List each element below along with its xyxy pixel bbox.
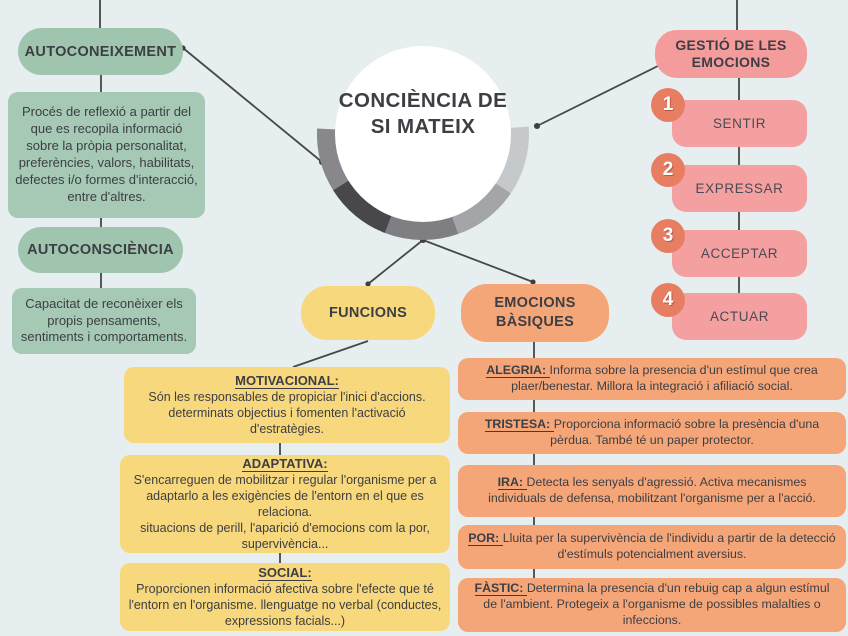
emocio-text: Lluita per la supervivència de l'individ… <box>502 531 836 561</box>
emocio-text: Determina la presencia d'un rebuig cap a… <box>483 581 830 627</box>
funcio-title: ADAPTATIVA <box>242 455 328 472</box>
node-funcions: FUNCIONS <box>301 286 435 340</box>
node-step-acceptar: ACCEPTAR <box>672 230 807 277</box>
node-autoconeixement-description: Procés de reflexió a partir del que es r… <box>8 92 205 218</box>
emocio-title: POR <box>468 531 503 547</box>
node-emocions-basiques: EMOCIONS BÀSIQUES <box>461 284 609 342</box>
funcio-text: Són les responsables de propiciar l'inic… <box>148 390 426 437</box>
connector-center-funcions <box>367 239 424 285</box>
connector-autoconeixement-center <box>182 47 323 163</box>
step-number-badge-3: 3 <box>651 219 685 253</box>
connector-center-gestio <box>536 58 673 127</box>
center-ring-segments <box>316 126 529 241</box>
emocio-title: TRISTESA <box>484 417 554 433</box>
connector-funcions-motivacional <box>292 340 369 368</box>
emocio-title: ALEGRIA <box>486 363 550 379</box>
node-emocio-tristesa: TRISTESAProporciona informació sobre la … <box>458 412 846 454</box>
node-funcio-adaptativa: ADAPTATIVA S'encarreguen de mobilitzar i… <box>120 455 450 553</box>
emocio-title: IRA <box>497 475 527 491</box>
step-number-badge-2: 2 <box>651 153 685 187</box>
funcio-title: MOTIVACIONAL <box>235 372 339 389</box>
node-autoconsciencia: AUTOCONSCIÈNCIA <box>18 227 183 273</box>
funcio-title: SOCIAL <box>258 564 312 581</box>
emocio-text: Detecta les senyals d'agressió. Activa m… <box>488 475 816 505</box>
node-emocio-ira: IRADetecta les senyals d'agressió. Activ… <box>458 465 846 517</box>
emocio-title: FÀSTIC <box>474 581 527 597</box>
connector-center-emocions <box>422 239 534 283</box>
node-funcio-motivacional: MOTIVACIONAL Són les responsables de pro… <box>124 367 450 443</box>
node-step-sentir: SENTIR <box>672 100 807 147</box>
step-number-badge-1: 1 <box>651 88 685 122</box>
step-number-badge-4: 4 <box>651 283 685 317</box>
node-step-expressar: EXPRESSAR <box>672 165 807 212</box>
node-autoconsciencia-description: Capacitat de reconèixer els propis pensa… <box>12 288 196 354</box>
funcio-text: S'encarreguen de mobilitzar i regular l'… <box>133 473 437 552</box>
node-emocio-por: PORLluita per la supervivència de l'indi… <box>458 525 846 569</box>
center-topic-title: CONCIÈNCIA DE SI MATEIX <box>338 89 508 138</box>
node-autoconeixement: AUTOCONEIXEMENT <box>18 28 183 75</box>
node-emocio-alegria: ALEGRIAInforma sobre la presencia d'un e… <box>458 358 846 400</box>
node-step-actuar: ACTUAR <box>672 293 807 340</box>
funcio-text: Proporcionen informació afectiva sobre l… <box>128 582 442 629</box>
node-gestio-emocions: GESTIÓ DE LES EMOCIONS <box>655 30 807 78</box>
node-funcio-social: SOCIAL Proporcionen informació afectiva … <box>120 563 450 631</box>
emocio-text: Proporciona informació sobre la presènci… <box>550 417 820 447</box>
emocio-text: Informa sobre la presencia d'un estímul … <box>511 363 818 393</box>
node-emocio-fastic: FÀSTICDetermina la presencia d'un rebuig… <box>458 578 846 632</box>
center-circle <box>335 46 511 222</box>
